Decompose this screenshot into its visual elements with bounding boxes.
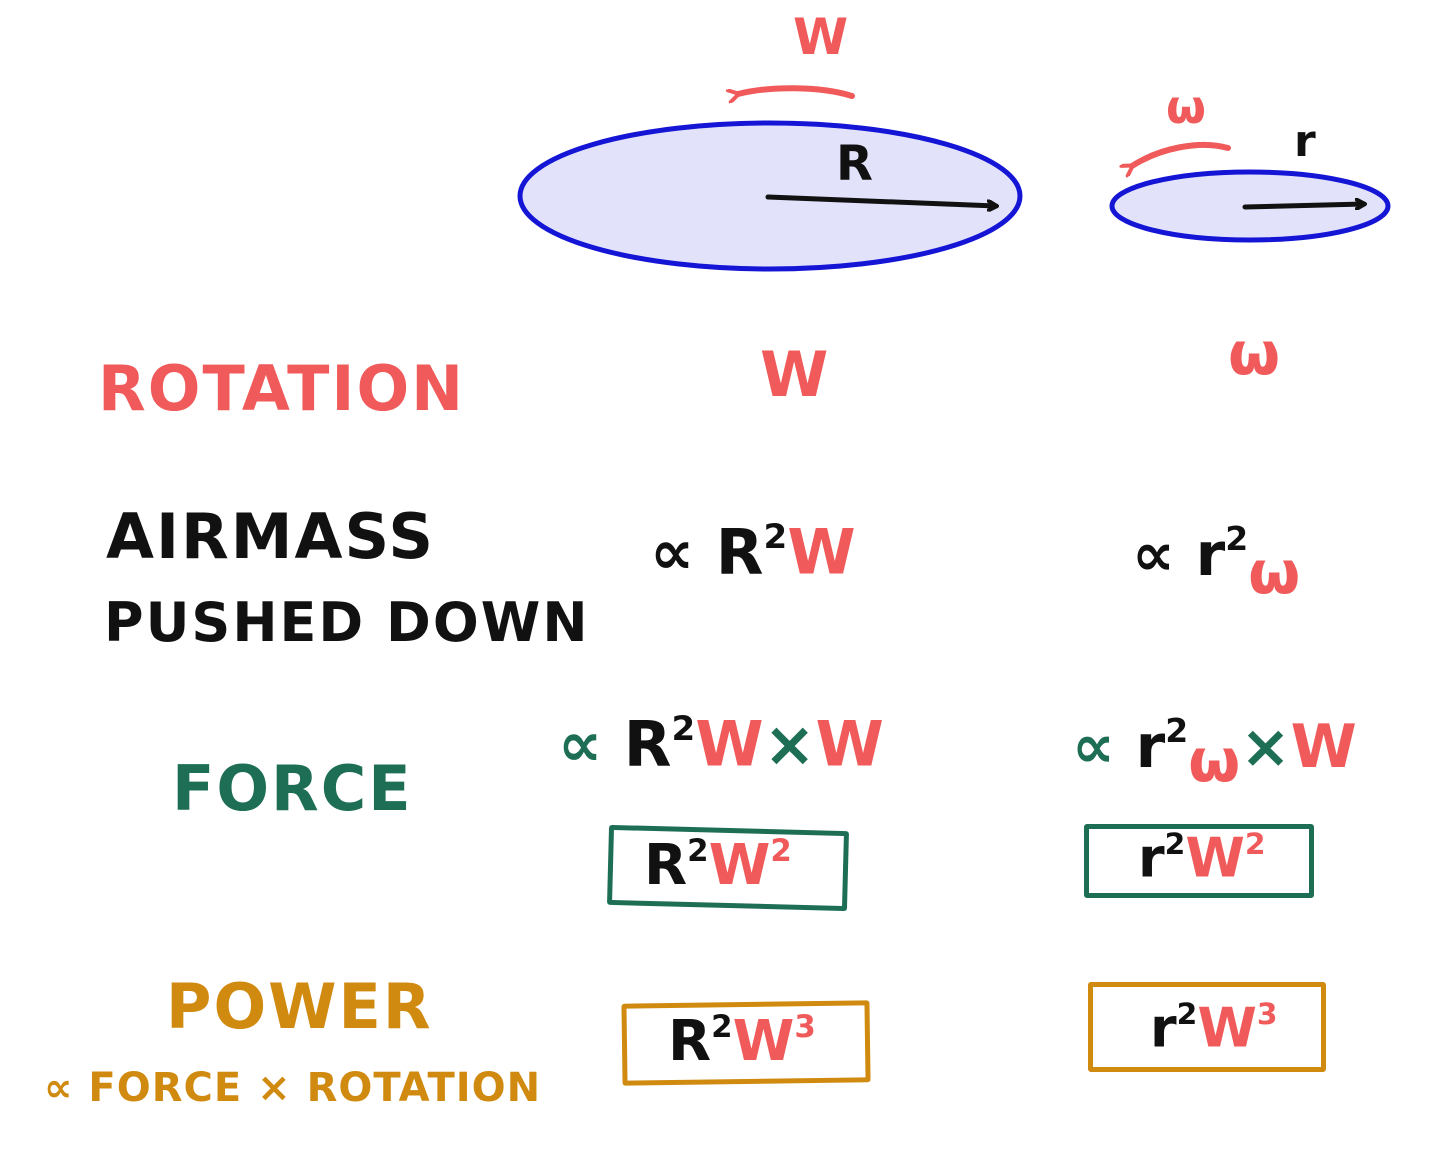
airmass-small-expression: ∝ r2ω	[1132, 519, 1301, 608]
small-disk-radius-label: r	[1294, 116, 1316, 167]
disk-illustration	[517, 85, 1391, 272]
small-radius-arrow	[1242, 204, 1364, 207]
power-sublabel: ∝ FORCE × ROTATION	[44, 1065, 542, 1111]
large-disk-rotation-label: W	[793, 8, 849, 66]
rotation-small-value: ω	[1228, 319, 1281, 389]
large-disk-radius-label: R	[836, 136, 873, 192]
force-small-result: r2W2	[1138, 826, 1266, 890]
rotation-label: ROTATION	[98, 352, 466, 425]
proportional-symbol: ∝	[1072, 711, 1136, 782]
force-large-expression: ∝ R2W×W	[558, 707, 884, 781]
force-small-expression: ∝ r2ω×W	[1072, 711, 1357, 796]
airmass-label-line1: AIRMASS	[106, 500, 435, 573]
small-rotation-arrow	[1132, 141, 1231, 166]
proportional-symbol: ∝	[44, 1065, 89, 1111]
small-disk-rotation-label: ω	[1166, 80, 1206, 134]
power-large-result: R2W3	[668, 1009, 816, 1075]
large-radius-arrow	[765, 194, 996, 206]
airmass-label-line2: PUSHED DOWN	[104, 591, 590, 654]
force-small-result-box	[1084, 824, 1314, 898]
airmass-large-expression: ∝ R2W	[650, 515, 856, 589]
large-rotation-arrow	[738, 85, 855, 96]
proportional-symbol: ∝	[558, 707, 624, 781]
force-large-result: R2W2	[644, 833, 792, 899]
power-small-result: r2W3	[1150, 996, 1278, 1060]
force-label: FORCE	[172, 752, 413, 825]
proportional-symbol: ∝	[650, 515, 716, 589]
rotation-large-value: W	[760, 338, 829, 411]
power-small-result-box	[1088, 982, 1326, 1072]
power-label: POWER	[166, 970, 433, 1043]
proportional-symbol: ∝	[1132, 519, 1196, 590]
